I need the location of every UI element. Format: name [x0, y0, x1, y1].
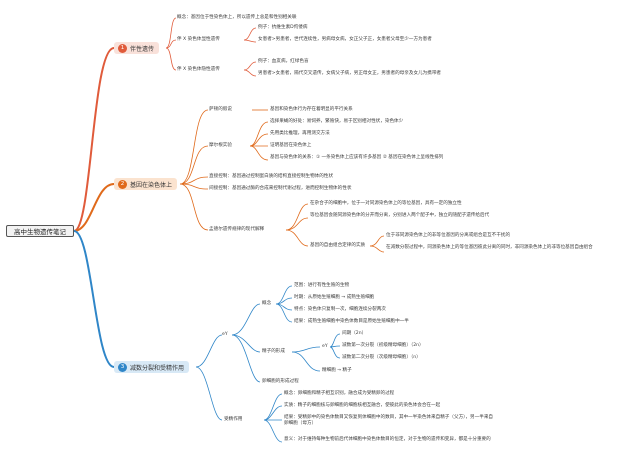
- morgan-label[interactable]: 摩尔根实验: [209, 143, 232, 148]
- branch-2-label: 基因在染色体上: [130, 181, 173, 189]
- free-combination-item[interactable]: 在减数分裂过程中，同源染色体上的等位基因彼此分离的同时，非同源染色体上的非等位基…: [386, 245, 593, 250]
- morgan-item[interactable]: 先用类比推理，再用测交方法: [270, 131, 330, 136]
- indirect-control[interactable]: 间接控制：基因通过酶的合成来控制代谢过程，进而控制生物体的性状: [209, 186, 352, 191]
- x-dominant-label[interactable]: 伴 X 染色体显性遗传: [177, 37, 220, 42]
- modern-item[interactable]: 在杂合子的细胞中，位于一对同源染色体上的等位基因，具有一定的独立性: [310, 201, 462, 206]
- x-recessive-label[interactable]: 伴 X 染色体隐性遗传: [177, 67, 220, 72]
- modern-explanation-label[interactable]: 孟德尔遗传规律的现代解释: [209, 227, 265, 232]
- concept-item[interactable]: 时期：从原始生殖细胞 → 成熟生殖细胞: [294, 295, 375, 300]
- concept-item[interactable]: 范围：进行有性生殖的生物: [294, 283, 350, 288]
- sperm-final[interactable]: 精细胞 → 精子: [322, 368, 352, 373]
- sperm-formation-label[interactable]: 精子的形成: [262, 349, 285, 354]
- direct-control[interactable]: 直接控制：基因通过控制蛋白质的结构直接控制生物体的性状: [209, 174, 334, 179]
- branch-1-node[interactable]: 1 伴性遗传: [114, 42, 160, 54]
- ey-label[interactable]: eY: [222, 332, 228, 337]
- fertilization-item[interactable]: 概念：卵细胞和精子相互识别，融合成为受精卵的过程: [284, 391, 395, 396]
- branch-3-node[interactable]: 3 减数分裂和受精作用: [114, 361, 190, 373]
- x-recessive-male[interactable]: 男患者>女患者，隔代交叉遗传，女病父子病，男正母女正，男患者的母亲及女儿为携带者: [258, 71, 442, 76]
- sex-linked-concept[interactable]: 概念：基因位于性染色体上，所以遗传上总是和性别相关联: [177, 15, 297, 20]
- concept-item[interactable]: 结果：成熟生殖细胞中染色体数目是原始生殖细胞中一半: [294, 319, 409, 324]
- sutton-label[interactable]: 萨顿的假说: [209, 107, 232, 112]
- meiosis-concept-label[interactable]: 概念: [262, 301, 272, 306]
- fertilization-item[interactable]: 结果：受精卵中的染色体数目又恢复到体细胞中的数目，其中一半染色体来自精子（父方）…: [284, 415, 494, 426]
- sperm-stage[interactable]: 减数第一次分裂（初级精母细胞）（2n）: [342, 343, 424, 348]
- morgan-item[interactable]: 证明基因在染色体上: [270, 143, 312, 148]
- branch-2-node[interactable]: 2 基因在染色体上: [114, 178, 178, 190]
- number-badge: 1: [118, 43, 127, 53]
- fertilization-item[interactable]: 意义：对于维持每种生物前后代体细胞中染色体数目的恒定，对于生物的遗传和变异，都是…: [284, 437, 491, 442]
- fertilization-label[interactable]: 受精作用: [224, 417, 243, 422]
- x-dominant-female[interactable]: 女患者>男患者，世代连续性，男病母女病，女正父子正，女患者父母至少一方为患者: [258, 37, 432, 42]
- branch-3-label: 减数分裂和受精作用: [130, 364, 185, 372]
- concept-item[interactable]: 特点：染色体只复制一次，细胞连续分裂两次: [294, 307, 386, 312]
- free-combination-label[interactable]: 基因的自由组合定律的实质: [310, 243, 366, 248]
- number-badge: 2: [118, 179, 127, 189]
- fertilization-item[interactable]: 实质：精子的细胞核与卵细胞的细胞核相互融合，使彼此的染色体会合在一起: [284, 403, 441, 408]
- sperm-ey-label[interactable]: eY: [322, 344, 328, 349]
- x-dominant-example[interactable]: 例子：抗维生素D佝偻病: [258, 25, 308, 30]
- sperm-stage[interactable]: 间期（2n）: [342, 331, 367, 336]
- root-topic[interactable]: 高中生物遗传笔记: [6, 225, 74, 237]
- morgan-item[interactable]: 基因与染色体的关系：① 一条染色体上应该有许多基因 ② 基因在染色体上呈线性排列: [270, 155, 444, 160]
- modern-item[interactable]: 等位基因会随同源染色体的分开而分离，分别进入两个配子中，独立的随配子遗传给后代: [310, 213, 490, 218]
- sperm-stage[interactable]: 减数第二次分裂（次级精母细胞）（n）: [342, 355, 421, 360]
- morgan-item[interactable]: 选择果蝇的好处：易饲养，繁殖快，易于区别相对性状，染色体少: [270, 119, 404, 124]
- egg-formation[interactable]: 卵细胞的形成过程: [262, 379, 299, 384]
- number-badge: 3: [118, 362, 127, 372]
- branch-1-label: 伴性遗传: [130, 45, 155, 53]
- free-combination-item[interactable]: 位于非同源染色体上的非等位基因的分离或组合是互不干扰的: [386, 233, 511, 238]
- sutton-text[interactable]: 基因和染色体行为存在着明显的平行关系: [270, 107, 353, 112]
- x-recessive-example[interactable]: 例子：血友病，红绿色盲: [258, 59, 309, 64]
